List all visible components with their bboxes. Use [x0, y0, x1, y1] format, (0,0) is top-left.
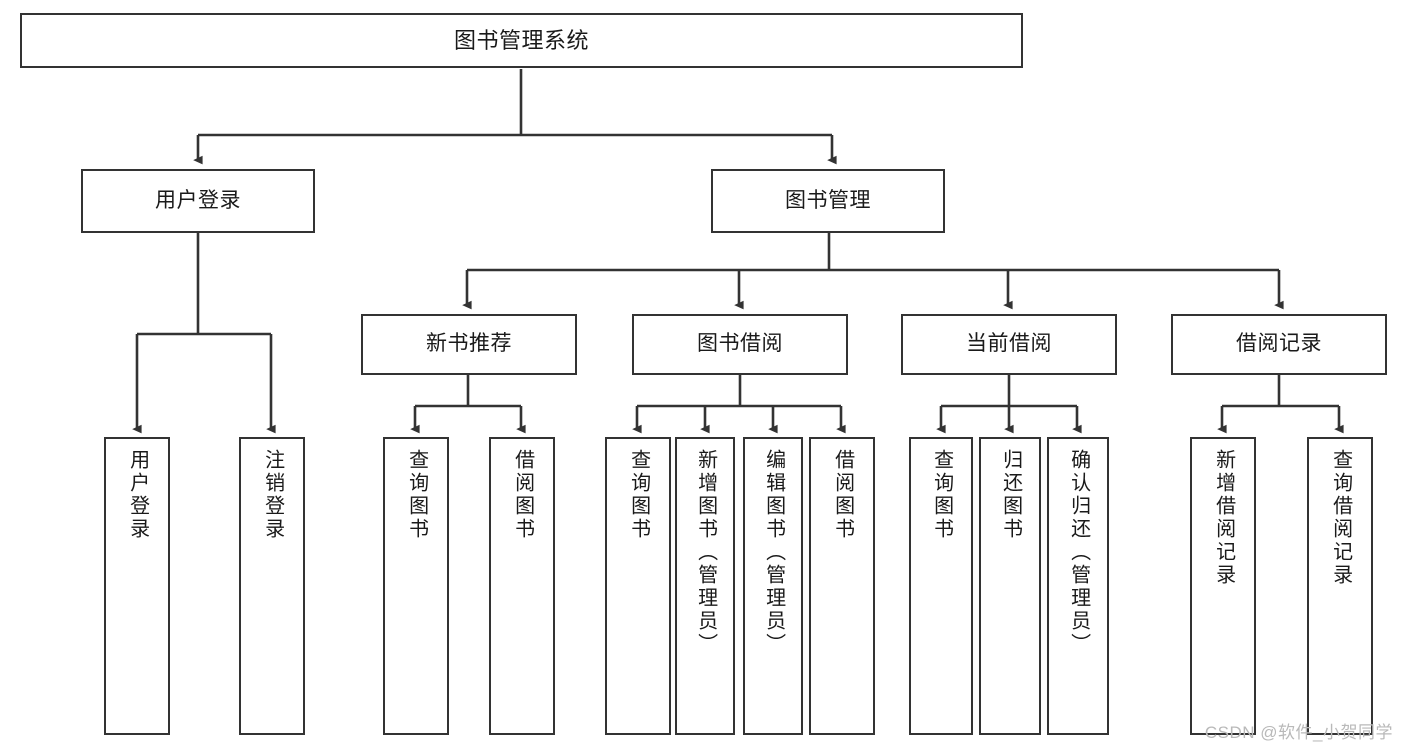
leaf-edit-book[interactable]: 编辑图书（管理员）	[743, 437, 803, 735]
node-user-login[interactable]: 用户登录	[81, 169, 315, 233]
leaf-query-record[interactable]: 查询借阅记录	[1307, 437, 1373, 735]
leaf-return-book[interactable]: 归还图书	[979, 437, 1041, 735]
node-current-borrow[interactable]: 当前借阅	[901, 314, 1117, 375]
node-label: 归还图书	[999, 449, 1022, 541]
node-label: 借阅图书	[511, 449, 534, 541]
node-label: 确认归还（管理员）	[1067, 449, 1090, 656]
node-label: 查询借阅记录	[1329, 449, 1352, 587]
node-label: 编辑图书（管理员）	[762, 449, 785, 656]
node-label: 图书借阅	[697, 332, 783, 356]
leaf-logout-login[interactable]: 注销登录	[239, 437, 305, 735]
leaf-confirm-return[interactable]: 确认归还（管理员）	[1047, 437, 1109, 735]
node-label: 查询图书	[930, 449, 953, 541]
node-label: 新增借阅记录	[1212, 449, 1235, 587]
node-new-book-recommend[interactable]: 新书推荐	[361, 314, 577, 375]
leaf-borrow-book-1[interactable]: 借阅图书	[489, 437, 555, 735]
node-label: 查询图书	[405, 449, 428, 541]
leaf-query-book-2[interactable]: 查询图书	[605, 437, 671, 735]
csdn-watermark: CSDN @软件_小贺同学	[1204, 723, 1393, 742]
node-book-manage[interactable]: 图书管理	[711, 169, 945, 233]
node-label: 新增图书（管理员）	[694, 449, 717, 656]
node-label: 用户登录	[155, 188, 241, 212]
node-label: 当前借阅	[966, 332, 1052, 356]
node-label: 用户登录	[126, 449, 149, 541]
node-label: 借阅图书	[831, 449, 854, 541]
node-borrow-record[interactable]: 借阅记录	[1171, 314, 1387, 375]
leaf-query-book-3[interactable]: 查询图书	[909, 437, 973, 735]
leaf-user-login[interactable]: 用户登录	[104, 437, 170, 735]
node-label: 图书管理	[785, 188, 871, 212]
node-label: 注销登录	[261, 449, 284, 541]
leaf-add-book[interactable]: 新增图书（管理员）	[675, 437, 735, 735]
node-book-borrow[interactable]: 图书借阅	[632, 314, 848, 375]
node-label: 借阅记录	[1236, 332, 1322, 356]
node-label: 图书管理系统	[453, 27, 589, 53]
leaf-add-record[interactable]: 新增借阅记录	[1190, 437, 1256, 735]
node-label: 查询图书	[627, 449, 650, 541]
leaf-borrow-book-2[interactable]: 借阅图书	[809, 437, 875, 735]
node-root-system[interactable]: 图书管理系统	[20, 13, 1023, 68]
node-label: 新书推荐	[426, 332, 512, 356]
leaf-query-book-1[interactable]: 查询图书	[383, 437, 449, 735]
